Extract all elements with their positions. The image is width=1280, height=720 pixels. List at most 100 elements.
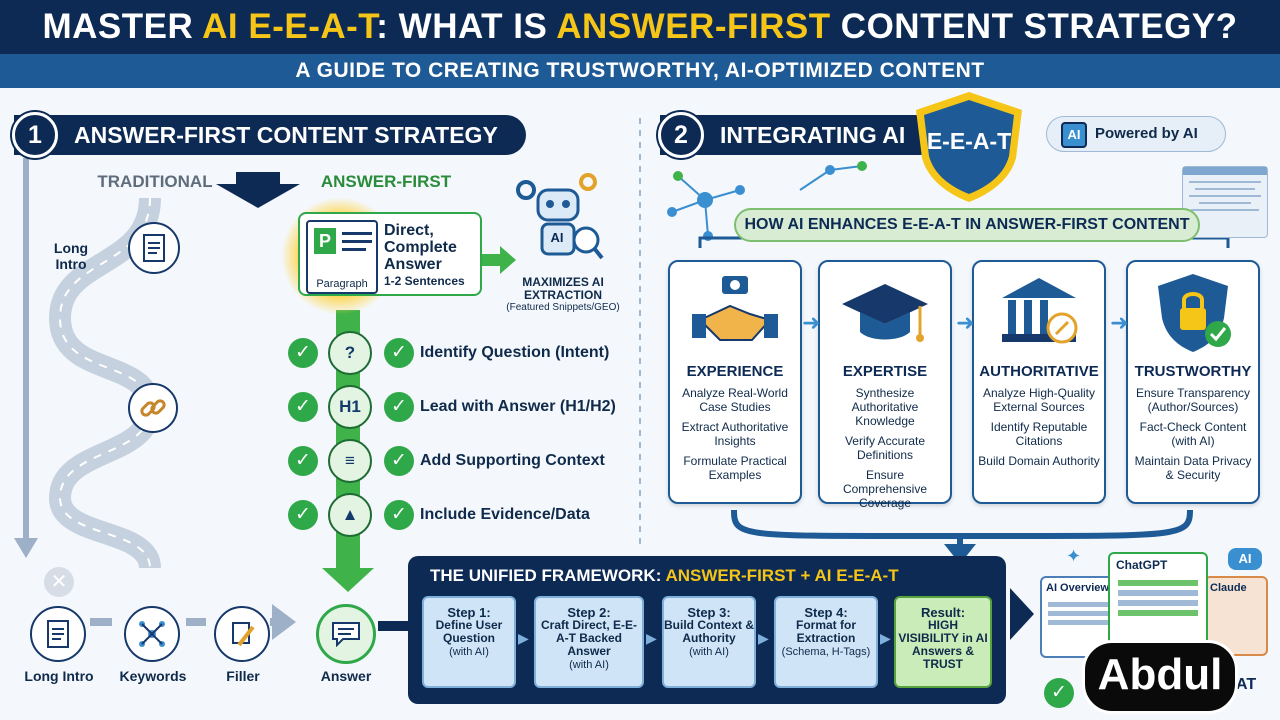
card-item: Verify Accurate Definitions <box>844 434 926 462</box>
powered-by-ai-label: Powered by AI <box>1095 125 1198 142</box>
check-icon: ✓ <box>288 338 318 368</box>
direct-answer-text: Direct, Complete Answer 1-2 Sentences <box>384 222 480 290</box>
step-text: Build Context & Authority <box>664 618 754 645</box>
arrow-right-icon: ▶ <box>518 630 529 646</box>
direct-answer-line: Answer <box>384 256 442 273</box>
document-icon <box>128 222 180 274</box>
traditional-long-intro-label: Long Intro <box>53 240 89 272</box>
close-icon: ✕ <box>44 567 74 597</box>
title-part: : WHAT IS <box>376 7 557 46</box>
check-icon: ✓ <box>1044 678 1074 708</box>
question-search-icon: ? <box>328 331 372 375</box>
title-highlight-eeat: AI E-E-A-T <box>202 7 377 46</box>
paragraph-doc: P Paragraph <box>306 220 378 294</box>
check-icon: ✓ <box>288 446 318 476</box>
card-title: AUTHORITATIVE <box>979 363 1099 380</box>
ai-robot-icon: AI <box>514 172 604 272</box>
card-item: Fact-Check Content (with AI) <box>1139 420 1247 448</box>
cut-off-text: AT <box>1236 676 1257 693</box>
document-icon <box>30 606 86 662</box>
framework-step-3: Step 3: Build Context & Authority (with … <box>662 596 756 688</box>
paragraph-p-icon: P <box>314 228 336 254</box>
direct-answer-line: Complete <box>384 239 457 256</box>
heading-h1-icon: H1 <box>328 385 372 429</box>
answer-first-label: ANSWER-FIRST <box>320 172 452 191</box>
page-title: MASTER AI E-E-A-T: WHAT IS ANSWER-FIRST … <box>0 0 1280 54</box>
arrow-right-icon: ▶ <box>758 630 769 646</box>
step-name: Step 2: <box>567 605 611 620</box>
step-note: (with AI) <box>449 646 489 658</box>
answer-label: Answer <box>320 668 372 684</box>
chart-evidence-icon: ▲ <box>328 493 372 537</box>
direct-answer-sentences: 1-2 Sentences <box>384 274 465 288</box>
step-note: (with AI) <box>689 646 729 658</box>
institution-icon <box>1002 278 1078 344</box>
section2-header: INTEGRATING AI <box>660 115 940 155</box>
step-text: Define User Question <box>435 618 503 645</box>
ai-bubble-icon: AI <box>1228 548 1262 570</box>
step-note: (with AI) <box>569 659 609 671</box>
step-lead-with-answer: Lead with Answer (H1/H2) <box>420 398 616 415</box>
section2-title: INTEGRATING AI <box>720 122 906 148</box>
section1-title: ANSWER-FIRST CONTENT STRATEGY <box>74 122 498 148</box>
trad-filler-label: Filler <box>226 668 260 684</box>
title-part: CONTENT STRATEGY? <box>830 7 1238 46</box>
chatgpt-label: ChatGPT <box>1116 558 1168 572</box>
pencil-filler-icon <box>214 606 270 662</box>
check-icon: ✓ <box>288 392 318 422</box>
card-experience: EXPERIENCE Analyze Real-World Case Studi… <box>668 260 802 504</box>
sparkle-icon: ✦ <box>1066 546 1082 566</box>
shield-text: E-E-A-T <box>926 128 1012 154</box>
step-name: Step 3: <box>687 605 731 620</box>
code-window-icon <box>1182 166 1268 238</box>
card-title: EXPERTISE <box>842 363 928 380</box>
card-item: Maintain Data Privacy & Security <box>1134 454 1252 482</box>
page-subtitle: A GUIDE TO CREATING TRUSTWORTHY, AI-OPTI… <box>0 54 1280 88</box>
title-highlight-answer-first: ANSWER-FIRST <box>556 7 831 46</box>
check-icon: ✓ <box>384 500 414 530</box>
card-trustworthy: TRUSTWORTHY Ensure Transparency (Author/… <box>1126 260 1260 504</box>
shield-lock-icon <box>1158 274 1231 352</box>
card-title: TRUSTWORTHY <box>1134 363 1252 380</box>
handshake-icon <box>692 276 778 341</box>
network-keywords-icon <box>124 606 180 662</box>
card-item: Synthesize Authoritative Knowledge <box>851 386 919 428</box>
framework-step-2: Step 2: Craft Direct, E-E-A-T Backed Ans… <box>534 596 644 688</box>
card-authoritative: AUTHORITATIVE Analyze High-Quality Exter… <box>972 260 1106 504</box>
card-item: Analyze Real-World Case Studies <box>682 386 788 414</box>
card-item: Ensure Transparency (Author/Sources) <box>1135 386 1251 414</box>
ai-chip-icon: AI <box>1061 122 1087 148</box>
step-text: Craft Direct, E-E-A-T Backed Answer <box>540 618 638 658</box>
traditional-label: TRADITIONAL <box>97 172 213 191</box>
arrow-right-icon: ➜ <box>802 310 821 335</box>
paragraph-label: Paragraph <box>316 278 368 290</box>
chatgpt-card: ChatGPT <box>1108 552 1208 650</box>
answer-bubble-icon <box>316 604 376 664</box>
context-document-icon: ≡ <box>328 439 372 483</box>
check-icon: ✓ <box>384 392 414 422</box>
enhance-banner: HOW AI ENHANCES E-E-A-T IN ANSWER-FIRST … <box>734 208 1200 242</box>
arrow-right-icon: ▶ <box>646 630 657 646</box>
maximizes-line: MAXIMIZES AI <box>522 275 604 289</box>
framework-result: Result: HIGH VISIBILITY in AI Answers & … <box>894 596 992 688</box>
link-chain-icon <box>128 383 178 433</box>
maximizes-note: (Featured Snippets/GEO) <box>506 302 620 313</box>
arrow-right-icon: ➜ <box>956 310 975 335</box>
check-icon: ✓ <box>384 446 414 476</box>
trad-keywords-label: Keywords <box>119 668 187 684</box>
check-icon: ✓ <box>384 338 414 368</box>
title-part: MASTER <box>42 7 203 46</box>
step-supporting-context: Add Supporting Context <box>420 452 605 469</box>
framework-step-4: Step 4: Format for Extraction (Schema, H… <box>774 596 878 688</box>
card-item: Formulate Practical Examples <box>683 454 787 482</box>
claude-label: Claude <box>1210 582 1247 594</box>
framework-title-part: THE UNIFIED FRAMEWORK: <box>430 566 666 585</box>
result-name: Result: <box>920 605 966 620</box>
framework-title-highlight: ANSWER-FIRST + AI E-E-A-T <box>665 566 899 585</box>
step-name: Step 1: <box>447 605 491 620</box>
step-name: Step 4: <box>804 605 848 620</box>
maximizes-line: EXTRACTION <box>524 288 602 302</box>
step-text: Format for Extraction <box>796 618 856 645</box>
step-identify-question: Identify Question (Intent) <box>420 344 610 361</box>
card-item: Identify Reputable Citations <box>990 420 1088 448</box>
